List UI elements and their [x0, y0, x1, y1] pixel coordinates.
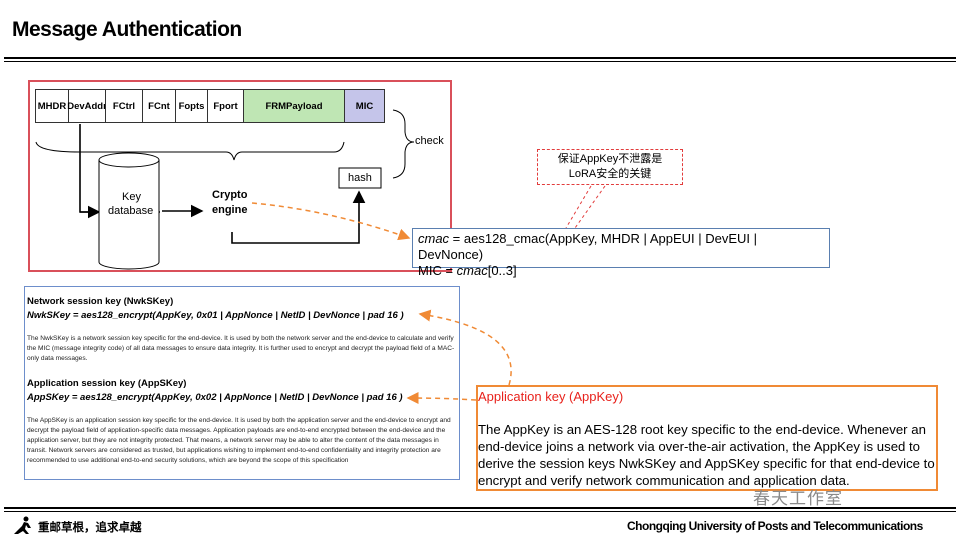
check-brace [392, 109, 415, 179]
mic-range: [0..3] [487, 263, 517, 278]
crypto-label-2: engine [212, 204, 248, 216]
cmac-formula-box: cmac = aes128_cmac(AppKey, MHDR | AppEUI… [412, 228, 830, 278]
nwk-formula: NwkSKey = aes128_encrypt(AppKey, 0x01 | … [27, 310, 404, 321]
key-database-cylinder [98, 152, 160, 270]
mic-prefix: MIC = [418, 263, 457, 278]
footer-university: Chongqing University of Posts and Teleco… [627, 519, 923, 533]
key-db-label-1: Key [122, 191, 141, 203]
app-description: The AppSKey is an application session ke… [27, 417, 451, 464]
page-title: Message Authentication [12, 18, 242, 41]
key-db-label-2: database [108, 205, 154, 217]
app-heading: Application session key (AppSKey) [27, 378, 187, 389]
crypto-to-cmac-arrow [251, 202, 411, 241]
cmac-line-1: cmac = aes128_cmac(AppKey, MHDR | AppEUI… [418, 231, 824, 263]
appkey-description: The AppKey is an AES-128 root key specif… [478, 422, 935, 488]
check-label: check [415, 135, 444, 147]
hash-box [338, 167, 382, 189]
field-frmpayload: FRMPayload [243, 89, 345, 123]
field-mic: MIC [344, 89, 385, 123]
note-line-2: LoRA安全的关键 [568, 168, 652, 180]
watermark: 春天工作室 [753, 489, 843, 508]
appkey-to-nwk-arrow [418, 309, 512, 386]
mic-diagram-frame [28, 80, 452, 272]
top-rule [4, 57, 956, 59]
cmac-expression: = aes128_cmac(AppKey, MHDR | AppEUI | De… [418, 231, 757, 262]
session-keys-box [24, 286, 460, 480]
cmac-var: cmac [418, 231, 450, 246]
mic-var: cmac [456, 263, 488, 278]
app-formula: AppSKey = aes128_encrypt(AppKey, 0x02 | … [27, 392, 403, 403]
runner-logo-icon [14, 516, 31, 534]
note-line-1: 保证AppKey不泄露是 [557, 153, 663, 165]
security-note-box: 保证AppKey不泄露是 LoRA安全的关键 [537, 149, 683, 185]
cmac-line-2: MIC = cmac[0..3] [418, 263, 824, 279]
bottom-rule [4, 507, 956, 509]
crypto-label-1: Crypto [212, 189, 248, 201]
bottom-rule-thin [4, 511, 956, 512]
appkey-box [476, 385, 938, 491]
nwk-heading: Network session key (NwkSKey) [27, 296, 174, 307]
footer-slogan: 重邮草根，追求卓越 [38, 522, 142, 534]
field-devaddr: DevAddr [67, 89, 107, 123]
field-mhdr: MHDR [35, 89, 69, 123]
nwk-description: The NwkSKey is a network session key spe… [27, 335, 455, 362]
field-fopts: Fopts [175, 89, 208, 123]
top-rule-thin [4, 61, 956, 62]
hash-label: hash [348, 172, 372, 184]
crypto-to-hash-arrow [231, 190, 366, 244]
frame-brace [35, 141, 345, 161]
note-pointer [565, 185, 606, 229]
appkey-title: Application key (AppKey) [478, 389, 624, 404]
